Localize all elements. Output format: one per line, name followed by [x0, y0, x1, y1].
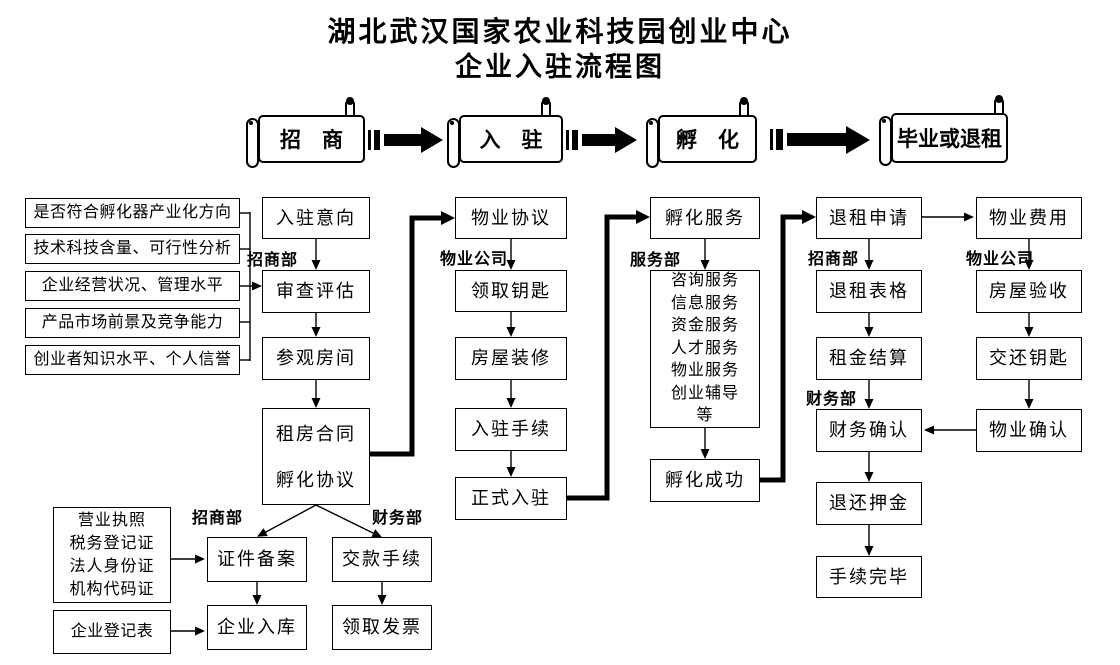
box-property-fees: 物业费用	[976, 197, 1082, 239]
box-termination-form: 退租表格	[816, 270, 922, 313]
box-move-in-procedures: 入驻手续	[455, 408, 567, 451]
box-deposit-return: 退还押金	[816, 482, 922, 525]
striped-arrow-1	[368, 127, 443, 153]
phase-banner-label: 招 商	[258, 115, 365, 163]
striped-arrow-2	[566, 127, 637, 153]
box-review-assess: 审查评估	[262, 270, 370, 313]
phase-banner-fuhua: 孵 化	[646, 97, 757, 169]
box-receive-keys: 领取钥匙	[455, 270, 567, 312]
box-procedures-complete: 手续完毕	[816, 556, 922, 598]
box-lease-incubation-contract: 租房合同 孵化协议	[262, 408, 370, 505]
phase-banner-ruzhu: 入 驻	[447, 97, 563, 169]
box-incubation-services: 孵化服务	[650, 197, 760, 239]
box-enterprise-archive: 企业入库	[207, 605, 307, 650]
document-line: 营业执照	[77, 512, 146, 529]
box-receive-invoice: 领取发票	[332, 605, 432, 650]
box-service-list: 咨询服务 信息服务 资金服务 人才服务 物业服务 创业辅导 等	[650, 270, 760, 428]
dept-label-zhaoshang: 招商部	[247, 252, 299, 269]
dept-label-zhaoshang: 招商部	[192, 510, 244, 527]
scroll-roll-icon	[646, 118, 659, 168]
dept-label-zhaoshang: 招商部	[808, 251, 860, 268]
service-line: 人才服务	[670, 339, 739, 357]
box-official-move-in: 正式入驻	[455, 477, 567, 520]
box-property-agreement: 物业协议	[455, 197, 567, 239]
service-line: 信息服务	[670, 294, 739, 312]
page-title-line2: 企业入驻流程图	[455, 52, 665, 82]
striped-arrow-3	[770, 126, 870, 154]
box-visit-rooms: 参观房间	[262, 337, 370, 380]
criteria-box-technology: 技术科技含量、可行性分析	[25, 234, 240, 264]
scroll-roll-icon	[246, 118, 259, 168]
contract-line: 租房合同	[276, 423, 356, 444]
service-line: 等	[696, 407, 714, 425]
criteria-box-operation: 企业经营状况、管理水平	[25, 271, 240, 301]
box-rent-settlement: 租金结算	[816, 337, 922, 380]
phase-elbow-connectors	[370, 210, 816, 501]
dept-label-fuwubu: 服务部	[630, 252, 682, 269]
box-house-inspection: 房屋验收	[976, 270, 1082, 313]
box-payment-procedures: 交款手续	[332, 537, 432, 582]
phase-banner-label: 入 驻	[459, 115, 563, 163]
phase-banner-zhaoshang: 招 商	[246, 97, 365, 169]
phase-banner-label: 孵 化	[658, 115, 757, 163]
phase-banner-label: 毕业或退租	[891, 113, 1008, 163]
box-required-documents: 营业执照 税务登记证 法人身份证 机构代码证	[53, 507, 171, 603]
criteria-box-direction: 是否符合孵化器产业化方向	[25, 198, 240, 228]
contract-line: 孵化协议	[276, 469, 356, 490]
box-lease-termination-apply: 退租申请	[816, 197, 922, 239]
dept-label-caiwubu: 财务部	[806, 391, 858, 408]
service-line: 咨询服务	[670, 272, 739, 290]
service-line: 物业服务	[670, 362, 739, 380]
box-incubation-success: 孵化成功	[650, 459, 760, 502]
page-title-line1: 湖北武汉国家农业科技园创业中心	[327, 16, 793, 47]
phase-banner-biye: 毕业或退租	[879, 95, 1008, 169]
box-property-confirm: 物业确认	[976, 409, 1082, 452]
service-line: 创业辅导	[670, 384, 739, 402]
scroll-roll-icon	[879, 116, 892, 166]
criteria-box-market: 产品市场前景及竞争能力	[25, 308, 240, 338]
flow-arrows	[171, 212, 1034, 636]
box-finance-confirm: 财务确认	[816, 409, 922, 452]
criteria-box-credit: 创业者知识水平、个人信誉	[25, 345, 240, 375]
box-enterprise-registration-form: 企业登记表	[53, 610, 171, 654]
document-line: 税务登记证	[69, 535, 155, 552]
box-house-renovation: 房屋装修	[455, 337, 567, 380]
service-line: 资金服务	[670, 317, 739, 335]
box-entry-intent: 入驻意向	[262, 197, 370, 239]
dept-label-caiwubu: 财务部	[372, 510, 424, 527]
dept-label-wuye-gongsi: 物业公司	[440, 251, 509, 268]
document-line: 机构代码证	[69, 581, 155, 598]
scroll-roll-icon	[447, 118, 460, 168]
box-certificate-filing: 证件备案	[207, 537, 307, 582]
dept-label-wuye-gongsi: 物业公司	[966, 251, 1035, 268]
document-line: 法人身份证	[69, 558, 155, 575]
box-return-keys: 交还钥匙	[976, 337, 1082, 380]
criteria-bus-lines	[240, 212, 262, 361]
